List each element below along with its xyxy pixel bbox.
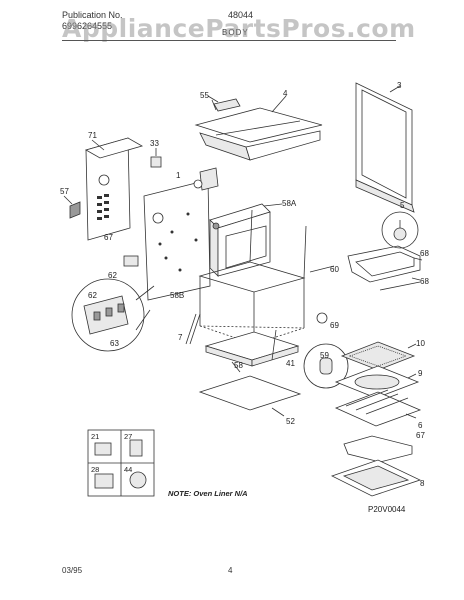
range-frame — [198, 209, 307, 345]
legend-grid — [87, 429, 155, 497]
legend-44: 44 — [124, 465, 132, 474]
part-58A-oven-liner — [209, 203, 271, 277]
callout-4: 4 — [283, 89, 288, 98]
header-rule — [62, 40, 396, 41]
part-62-switch — [123, 255, 139, 267]
part-10-grill-plate — [340, 341, 416, 371]
callout-55: 55 — [200, 91, 209, 100]
part-9-broil-pan — [334, 365, 420, 399]
part-60-sensor — [309, 265, 335, 273]
part-41-screw — [271, 329, 277, 361]
model-number: 48044 — [228, 10, 254, 20]
legend-27: 27 — [124, 432, 132, 441]
callout-7: 7 — [178, 333, 183, 342]
part-7-leveling-leg — [185, 313, 201, 345]
detail-59-callout — [303, 343, 349, 389]
callout-58: 58 — [234, 361, 243, 370]
watermark-text: AppliancePartsPros.com — [62, 14, 416, 43]
callout-labels: 55 4 3 71 33 1 57 58A 5 67 62 60 68 68 6… — [60, 81, 429, 488]
callout-71: 71 — [88, 131, 97, 140]
callout-6: 6 — [418, 421, 423, 430]
legend-labels: 21 27 28 44 — [91, 432, 132, 474]
callout-63: 63 — [110, 339, 119, 348]
detail-5-callout — [381, 211, 419, 249]
callout-57: 57 — [60, 187, 69, 196]
callout-41: 41 — [286, 359, 295, 368]
section-title: BODY — [222, 28, 249, 37]
callout-33: 33 — [150, 139, 159, 148]
callout-8: 8 — [420, 479, 425, 488]
callout-10: 10 — [416, 339, 425, 348]
legend-21: 21 — [91, 432, 99, 441]
part-67-bake-element — [343, 435, 413, 463]
legend-28: 28 — [91, 465, 99, 474]
oven-liner-note: NOTE: Oven Liner N/A — [168, 489, 248, 498]
callout-69: 69 — [330, 321, 339, 330]
part-33-block — [150, 156, 162, 168]
callout-67-small: 67 — [104, 233, 113, 242]
callout-58A: 58A — [282, 199, 297, 208]
part-1-control-body — [143, 167, 219, 301]
callout-67-bake: 67 — [416, 431, 425, 440]
publication-number: 6996264555 — [62, 21, 113, 31]
callout-5: 5 — [400, 201, 405, 210]
diagram-id: P20V0044 — [368, 505, 406, 514]
callout-62-detail: 62 — [88, 291, 97, 300]
callout-58B: 58B — [170, 291, 184, 300]
part-52-bottom-plate — [198, 375, 302, 411]
footer-date: 03/95 — [62, 566, 83, 575]
leader-lines — [63, 85, 423, 419]
part-71-side-panel — [84, 137, 144, 241]
callout-3: 3 — [397, 81, 402, 90]
callout-60: 60 — [330, 265, 339, 274]
callout-1: 1 — [176, 171, 181, 180]
callout-59: 59 — [320, 351, 329, 360]
part-3-back-panel — [355, 82, 415, 213]
callout-68-bottom: 68 — [420, 277, 429, 286]
detail-62-63-callout — [71, 278, 155, 352]
part-67-broil-element — [347, 245, 421, 291]
part-69-grommet — [316, 312, 328, 324]
part-8-oven-bottom — [330, 459, 422, 497]
part-6-oven-rack — [334, 389, 422, 427]
part-57-clip — [69, 201, 81, 219]
part-55-bracket — [211, 98, 241, 112]
callout-68-top: 68 — [420, 249, 429, 258]
callout-62-small: 62 — [108, 271, 117, 280]
callout-9: 9 — [418, 369, 423, 378]
footer-page: 4 — [228, 566, 233, 575]
part-4-top-panel — [194, 107, 323, 161]
part-58-drawer-panel — [204, 331, 300, 367]
publication-label: Publication No. — [62, 10, 123, 20]
callout-52: 52 — [286, 417, 295, 426]
